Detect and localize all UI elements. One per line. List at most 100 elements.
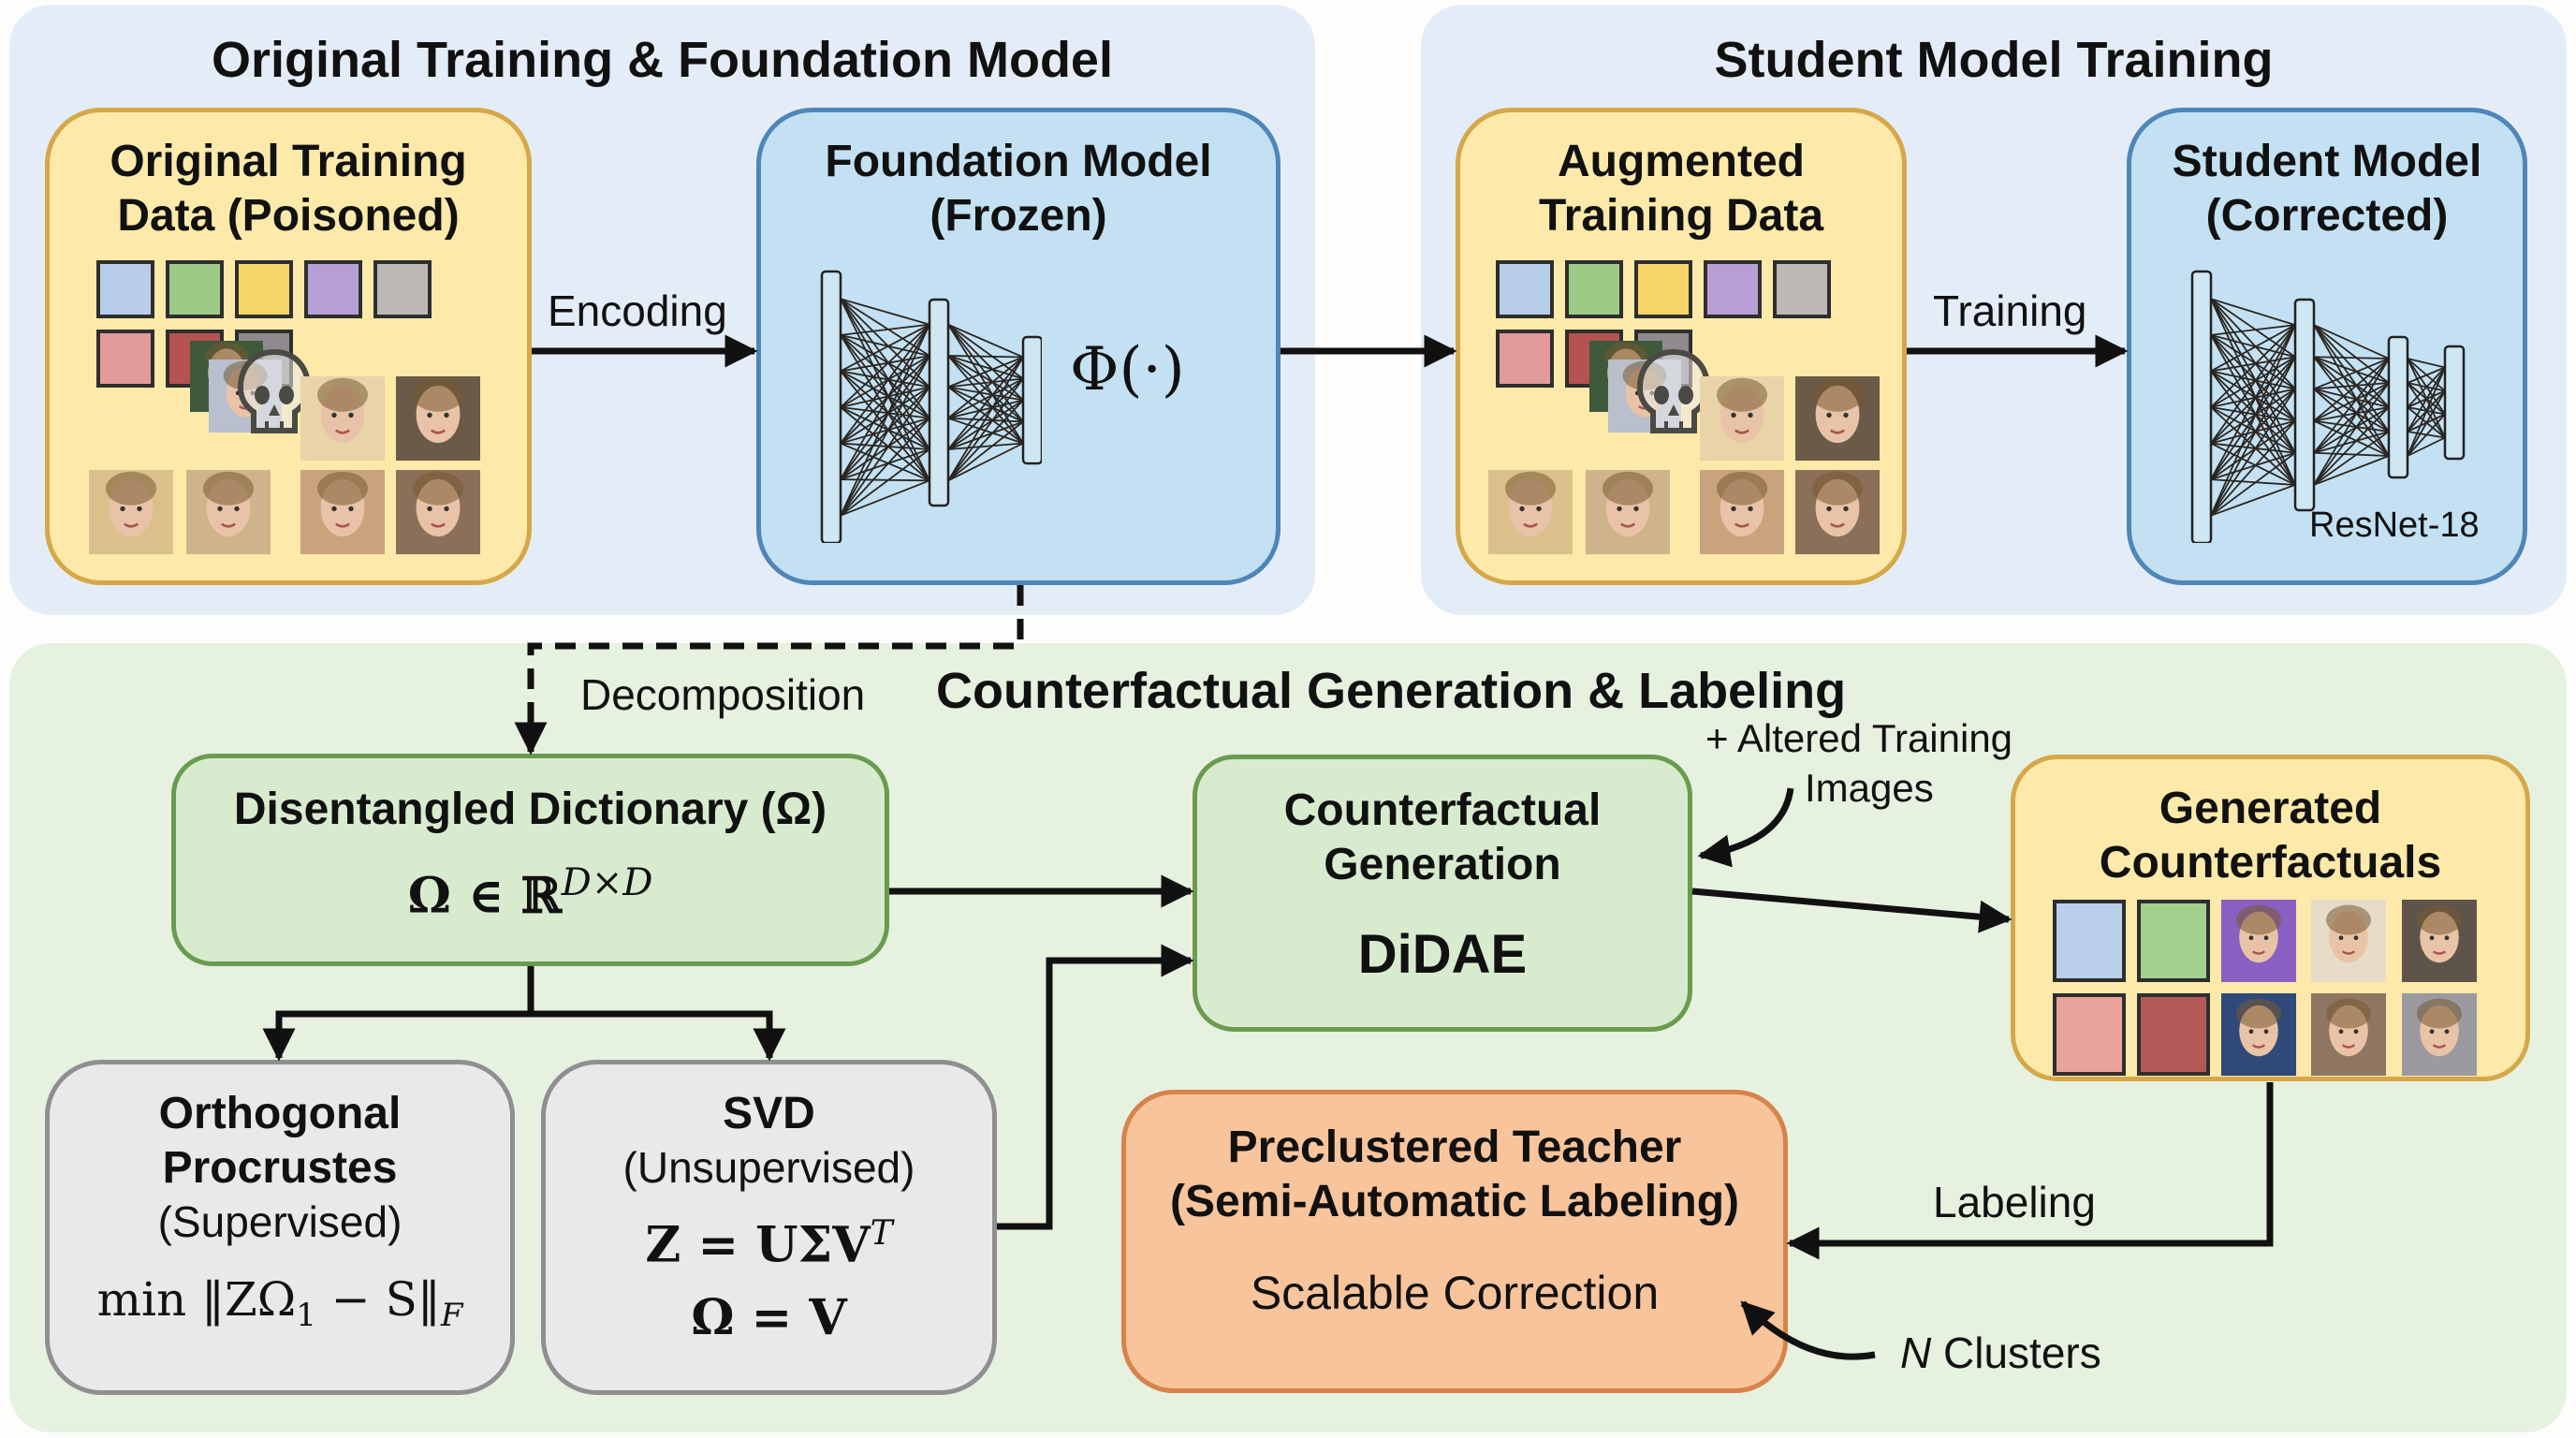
box-title: Training Data <box>1538 191 1824 241</box>
counterfactual-generation-box[interactable]: Counterfactual Generation DiDAE <box>1193 755 1692 1032</box>
box-title: Generated <box>2159 784 2382 833</box>
color-swatch <box>166 260 224 318</box>
procrustes-formula: min ‖ZΩ1 − S‖F <box>50 1272 510 1334</box>
network-connection <box>840 418 930 517</box>
box-subtitle: (Supervised) <box>157 1197 402 1246</box>
face-image <box>186 470 271 554</box>
network-connection <box>840 355 930 480</box>
skull-icon <box>237 348 312 437</box>
network-connection <box>2210 484 2296 517</box>
network-connection <box>2407 358 2446 369</box>
box-subtitle: (Unsupervised) <box>622 1143 915 1192</box>
face-image <box>1700 470 1784 554</box>
face-image <box>1700 376 1784 461</box>
architecture-label: ResNet-18 <box>2309 506 2480 545</box>
network-connection <box>2313 419 2390 433</box>
box-title: Augmented <box>1558 137 1805 186</box>
face-image <box>2221 900 2296 982</box>
network-connection <box>2210 356 2296 517</box>
network-connection <box>840 386 930 408</box>
disentangled-dictionary-box[interactable]: Disentangled Dictionary (Ω) Ω ∈ ℝD×D <box>171 754 889 966</box>
formula-superscript: T <box>870 1214 893 1253</box>
network-connection <box>840 334 930 450</box>
network-connection <box>2210 419 2296 445</box>
network-connection <box>840 298 930 450</box>
network-connection <box>2210 388 2296 408</box>
network-connection <box>840 298 930 357</box>
network-connection <box>947 323 1024 359</box>
neural-network-icon <box>820 270 1042 543</box>
network-connection <box>2210 406 2296 454</box>
network-connection <box>947 377 1024 389</box>
network-connection <box>840 370 930 419</box>
color-swatch <box>2137 993 2210 1076</box>
network-connection <box>2313 356 2390 360</box>
network-connection <box>840 298 930 388</box>
face-image <box>1488 470 1573 554</box>
color-swatch <box>1704 260 1762 318</box>
formula-base: Ω ∈ ℝ <box>407 867 562 925</box>
network-connection <box>2210 324 2296 408</box>
network-connection <box>840 386 930 517</box>
network-connection <box>2313 358 2390 486</box>
foundation-model-box[interactable]: Foundation Model (Frozen) Φ(·) <box>756 108 1281 585</box>
altered-images-label: Images <box>1805 766 1934 810</box>
network-connection <box>2313 358 2390 422</box>
network-connection <box>840 417 930 480</box>
neural-network-icon <box>2190 270 2466 543</box>
network-connection <box>840 355 930 517</box>
box-title: Counterfactual <box>1283 785 1602 835</box>
generated-counterfactuals-box[interactable]: Generated Counterfactuals <box>2011 755 2530 1081</box>
network-connection <box>2407 413 2446 457</box>
student-model-box[interactable]: Student Model (Corrected) ResNet-18 <box>2127 108 2527 585</box>
box-title: Counterfactuals <box>2099 838 2442 888</box>
network-connection <box>840 442 930 450</box>
face-image <box>396 470 480 554</box>
network-connection <box>2313 358 2390 390</box>
augmented-training-data-box[interactable]: Augmented Training Data <box>1456 108 1907 585</box>
orthogonal-procrustes-box[interactable]: Orthogonal Procrustes (Supervised) min ‖… <box>45 1060 515 1395</box>
color-swatch <box>96 330 154 388</box>
network-connection <box>840 406 930 450</box>
network-layer <box>1021 335 1042 465</box>
network-connection <box>2407 436 2446 457</box>
network-connection <box>947 386 1024 402</box>
network-connection <box>2210 356 2296 408</box>
network-connection <box>840 333 930 357</box>
network-connection <box>947 356 1024 389</box>
network-connection <box>947 355 1024 423</box>
original-training-data-box[interactable]: Original Training Data (Poisoned) <box>45 108 532 585</box>
box-title: Generation <box>1324 840 1561 889</box>
dictionary-formula: Ω ∈ ℝD×D <box>176 861 885 924</box>
face-image <box>2402 900 2477 982</box>
network-connection <box>2210 406 2296 486</box>
network-connection <box>947 377 1024 450</box>
network-connection <box>840 417 930 445</box>
network-connection <box>840 298 930 326</box>
network-connection <box>2313 451 2390 457</box>
phi-symbol: Φ(·) <box>1070 335 1185 404</box>
network-connection <box>947 399 1024 481</box>
network-connection <box>947 323 1024 380</box>
network-connection <box>840 370 930 481</box>
clusters-variable: N <box>1900 1328 1932 1377</box>
network-connection <box>2210 370 2296 422</box>
network-connection <box>2313 431 2390 486</box>
network-connection <box>2210 324 2296 373</box>
network-connection <box>2210 298 2296 454</box>
face-image <box>2402 993 2477 1076</box>
network-connection <box>840 334 930 419</box>
box-title: Procrustes <box>162 1143 398 1193</box>
face-image <box>396 376 480 461</box>
network-layer <box>2387 335 2409 479</box>
network-connection <box>947 355 1024 445</box>
svd-box[interactable]: SVD (Unsupervised) Z = UΣVT Ω = V <box>541 1060 997 1395</box>
network-connection <box>947 399 1024 419</box>
box-title: Data (Poisoned) <box>117 191 460 241</box>
network-connection <box>2407 390 2446 457</box>
preclustered-teacher-box[interactable]: Preclustered Teacher (Semi-Automatic Lab… <box>1121 1090 1788 1393</box>
color-swatch <box>2053 993 2126 1076</box>
network-connection <box>2210 334 2296 486</box>
box-title: (Semi-Automatic Labeling) <box>1169 1177 1740 1226</box>
section-title: Student Model Training <box>1714 32 2274 88</box>
